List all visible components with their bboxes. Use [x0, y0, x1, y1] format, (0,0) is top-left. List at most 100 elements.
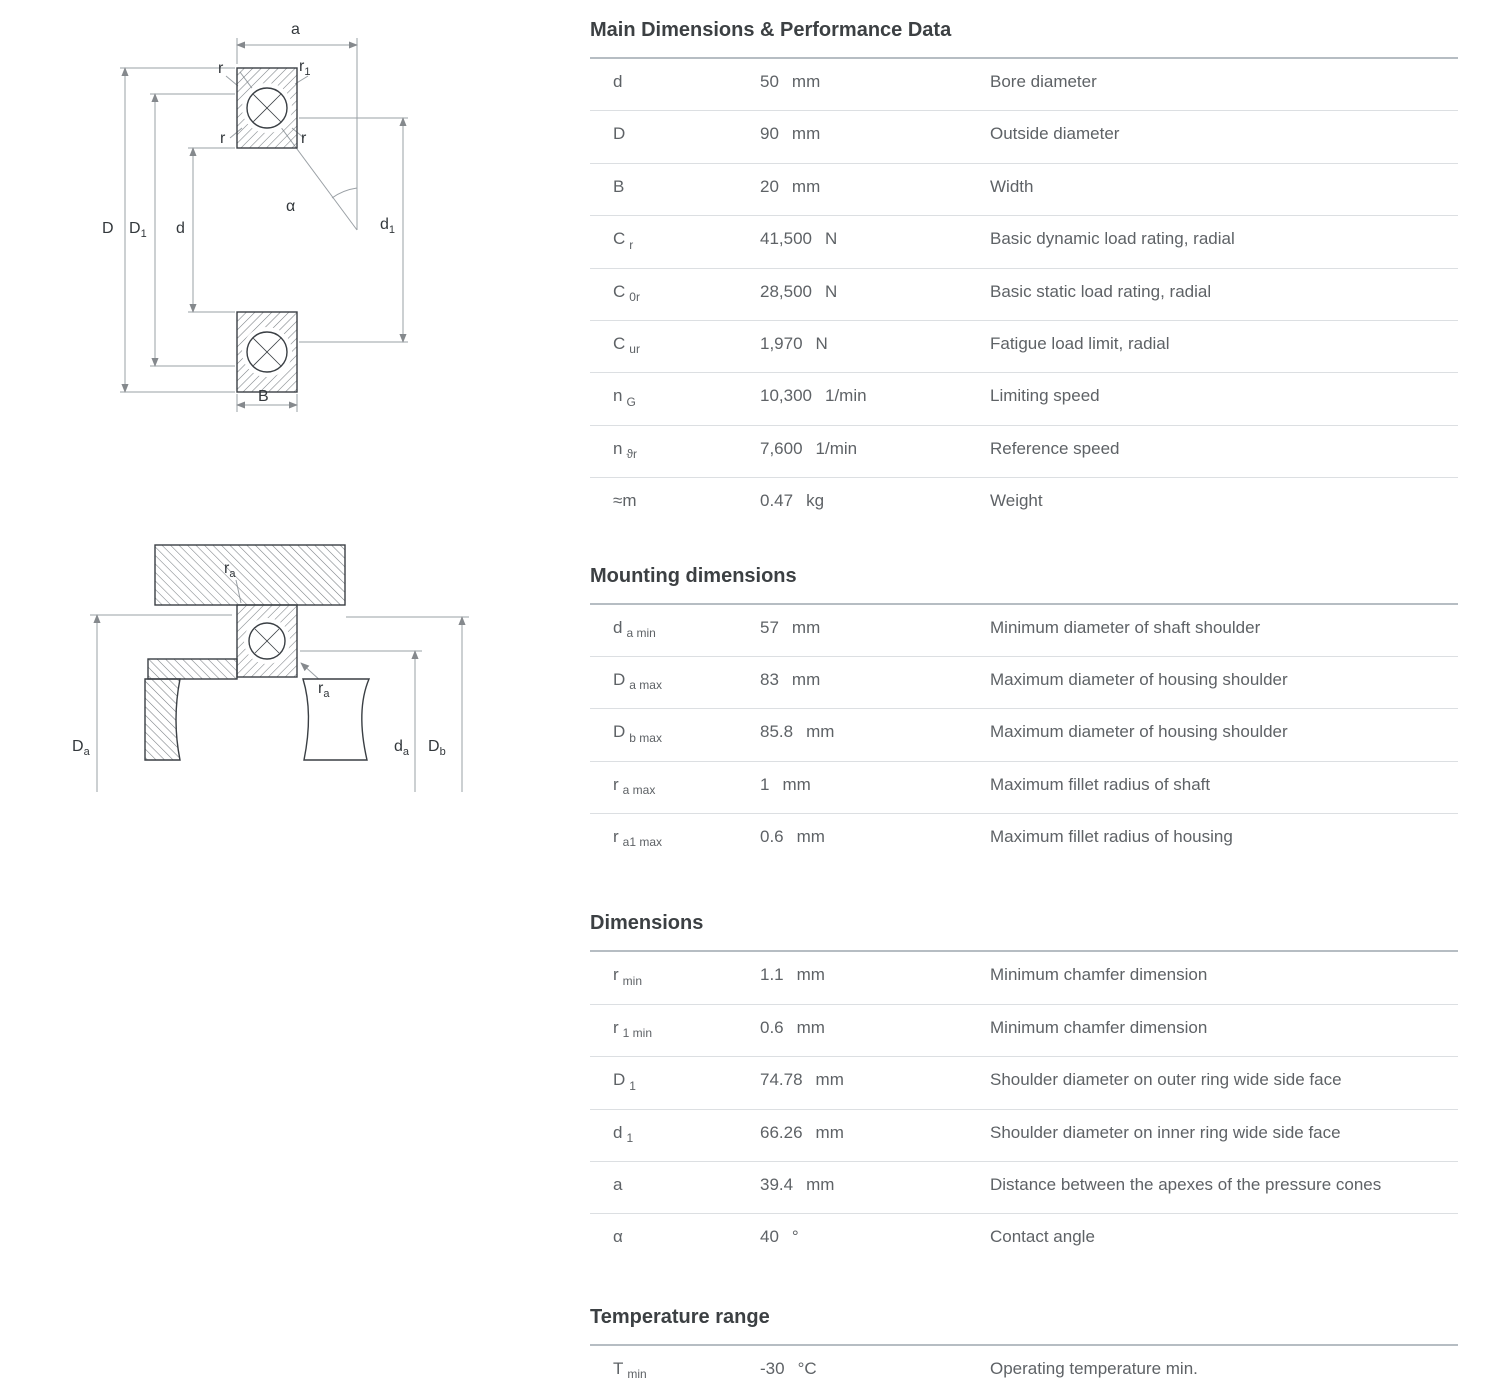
housing-section	[154, 544, 346, 606]
value: 0.6	[760, 1017, 784, 1037]
description-cell: Basic static load rating, radial	[990, 281, 1212, 301]
unit: mm	[815, 1070, 844, 1090]
dim-label-da: da	[394, 738, 410, 759]
description-cell: Minimum chamfer dimension	[990, 965, 1208, 985]
unit: mm	[815, 1122, 844, 1142]
dimension-lines	[90, 579, 469, 792]
unit: mm	[782, 774, 811, 794]
bearing-section	[236, 604, 298, 678]
section-title: Main Dimensions & Performance Data	[590, 19, 952, 41]
unit: N	[825, 281, 838, 301]
symbol-subscript: 1 min	[622, 1026, 653, 1041]
unit: 1/min	[815, 438, 858, 458]
symbol-subscript: 1	[629, 1078, 636, 1093]
symbol-cell: ≈m	[590, 478, 760, 529]
symbol-main: ≈m	[613, 491, 637, 511]
description-cell: Bore diameter	[990, 72, 1097, 91]
value: 85.8	[760, 722, 794, 742]
dim-label-Da: Da	[72, 738, 90, 759]
symbol-subscript: a1 max	[622, 835, 663, 850]
symbol-main: D	[613, 1070, 626, 1090]
description-cell: Shoulder diameter on inner ring wide sid…	[990, 1122, 1341, 1142]
symbol-main: r	[613, 1017, 619, 1037]
description-cell: Maximum fillet radius of housing	[990, 827, 1233, 847]
value: 57	[760, 617, 779, 637]
unit: kg	[806, 491, 825, 511]
symbol-main: D	[613, 669, 626, 689]
unit: mm	[806, 1175, 835, 1195]
symbol-subscript: min	[627, 1367, 647, 1379]
symbol-main: a	[613, 1175, 623, 1195]
value: 83	[760, 669, 779, 689]
unit: °	[791, 1227, 799, 1247]
dim-label-Db: Db	[428, 738, 446, 759]
value: 0.6	[760, 827, 784, 847]
dim-label-r-right: r	[301, 130, 307, 147]
value: 7,600	[760, 438, 803, 458]
symbol-main: C	[613, 281, 626, 301]
unit: 1/min	[825, 386, 867, 406]
symbol-subscript: b max	[629, 730, 662, 745]
mounting-geometry	[144, 544, 371, 761]
symbol-subscript: 1	[626, 1131, 634, 1146]
value-cell: -30°C	[760, 1346, 990, 1379]
unit: mm	[796, 1017, 825, 1037]
value-cell: 7,600 1/min	[760, 426, 990, 472]
value: 41,500	[760, 229, 812, 249]
section-title: Dimensions	[590, 912, 704, 935]
dim-label-r-left: r	[220, 130, 226, 147]
value: 90	[760, 124, 779, 144]
symbol-main: d	[613, 72, 623, 91]
bearing-cross-section-drawing: a r r1 r r D D1 d d1 α B	[80, 20, 500, 460]
symbol-main: r	[613, 827, 619, 847]
symbol-main: r	[613, 774, 619, 794]
unit: mm	[796, 827, 825, 847]
dim-label-d: d	[176, 220, 185, 237]
value: 66.26	[760, 1122, 803, 1142]
symbol-subscript: a max	[622, 783, 656, 798]
dim-label-ra-top: ra	[224, 560, 236, 581]
symbol-subscript: ur	[629, 342, 640, 357]
spec-panel: Main Dimensions & Performance Data d 50 mm…	[590, 0, 1458, 1379]
value: 50	[760, 72, 779, 91]
bearing-cross-section-svg	[120, 38, 408, 412]
value: 20	[760, 176, 779, 196]
value: 1	[760, 774, 770, 794]
value-cell: 0.6 mm	[760, 1005, 990, 1051]
description-cell: Maximum diameter of housing shoulder	[990, 722, 1288, 742]
